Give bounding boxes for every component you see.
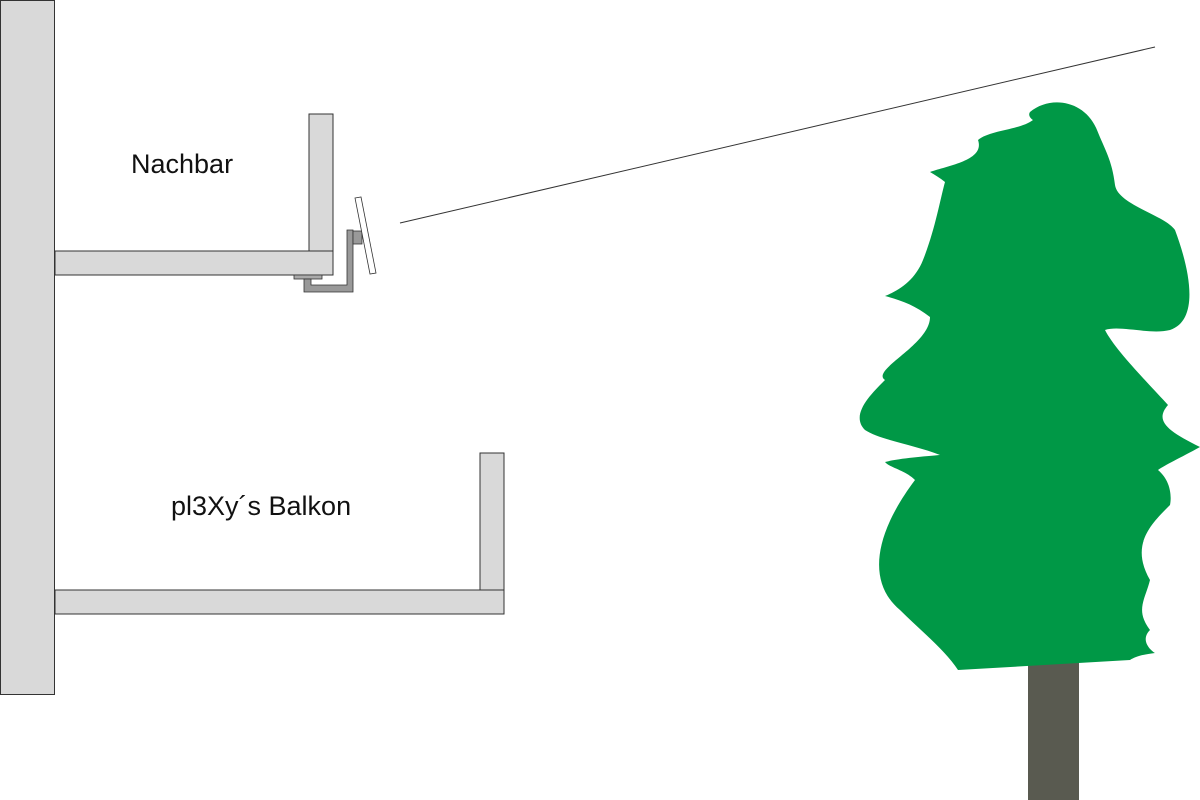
bracket-plate <box>293 274 323 280</box>
own-balcony-floor <box>54 589 505 615</box>
tree-trunk <box>1028 650 1079 800</box>
neighbor-label: Nachbar <box>131 149 234 179</box>
tree-crown <box>859 102 1200 670</box>
bracket-block <box>352 230 363 245</box>
mounting-bracket <box>303 229 354 293</box>
own-balcony-railing <box>479 452 505 591</box>
building-wall <box>0 0 55 695</box>
own-balcony-label: pl3Xy´s Balkon <box>171 491 352 521</box>
mirror-panel <box>354 196 377 275</box>
neighbor-balcony-floor <box>54 250 334 276</box>
neighbor-balcony-railing <box>308 113 334 252</box>
sight-line <box>399 46 1156 224</box>
